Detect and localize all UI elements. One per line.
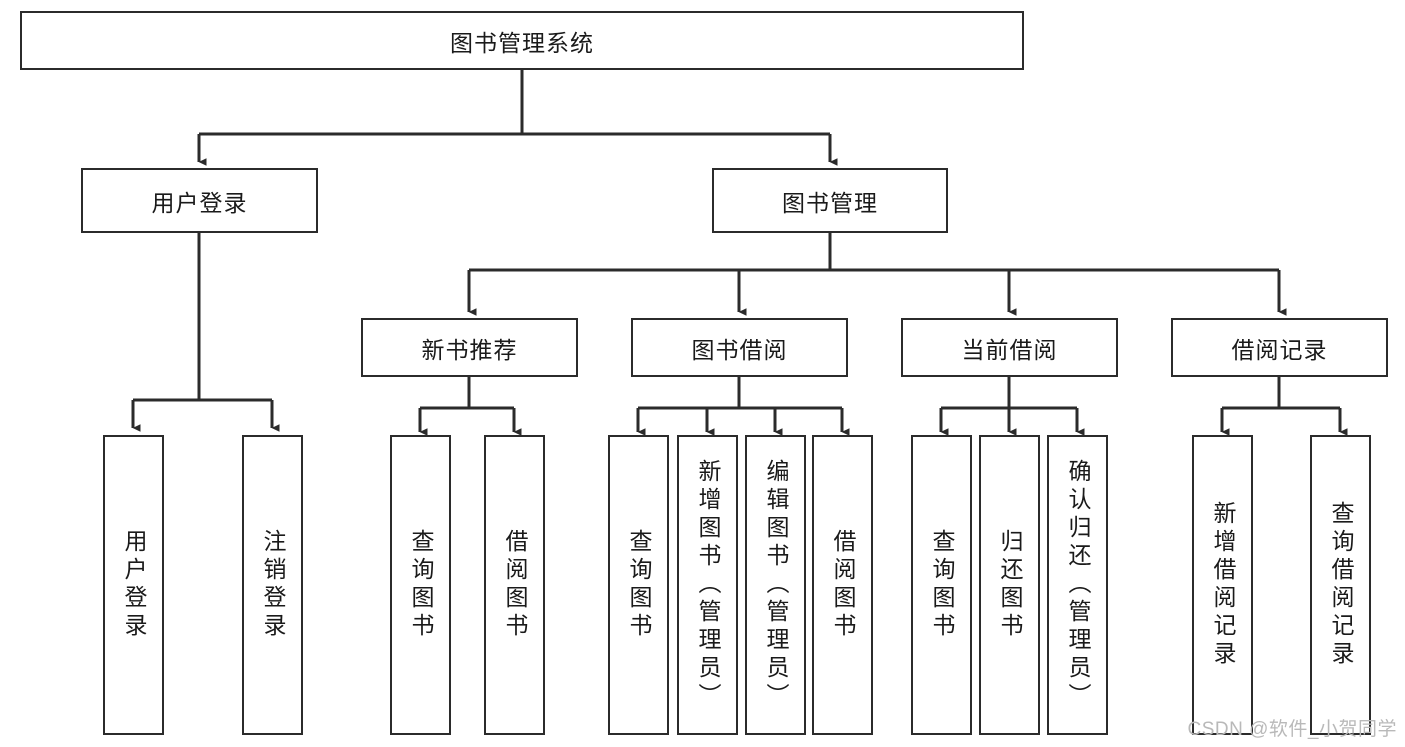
leaf-recommend-query-book[interactable]: 查询图书 xyxy=(390,435,451,735)
leaf-current-confirm-return[interactable]: 确认归还（管理员） xyxy=(1047,435,1108,735)
leaf-user-login-logout[interactable]: 注销登录 xyxy=(242,435,303,735)
node-root-system[interactable]: 图书管理系统 xyxy=(20,11,1024,70)
node-label: 确认归还（管理员） xyxy=(1065,459,1091,711)
node-label: 当前借阅 xyxy=(961,336,1058,363)
node-label: 归还图书 xyxy=(997,529,1023,641)
node-label: 借阅图书 xyxy=(502,529,528,641)
node-label: 查询借阅记录 xyxy=(1328,501,1354,669)
node-book-borrow[interactable]: 图书借阅 xyxy=(631,318,848,377)
node-label: 新增借阅记录 xyxy=(1210,501,1236,669)
node-label: 用户登录 xyxy=(121,529,147,641)
node-label: 借阅图书 xyxy=(830,529,856,641)
node-label: 图书借阅 xyxy=(691,336,788,363)
leaf-borrow-query-book[interactable]: 查询图书 xyxy=(608,435,669,735)
leaf-user-login-login[interactable]: 用户登录 xyxy=(103,435,164,735)
leaf-record-query-record[interactable]: 查询借阅记录 xyxy=(1310,435,1371,735)
node-new-book-recommend[interactable]: 新书推荐 xyxy=(361,318,578,377)
node-book-management[interactable]: 图书管理 xyxy=(712,168,948,233)
node-label: 用户登录 xyxy=(151,189,248,216)
leaf-current-query-book[interactable]: 查询图书 xyxy=(911,435,972,735)
node-label: 借阅记录 xyxy=(1231,336,1328,363)
csdn-watermark: CSDN @软件_小贺同学 xyxy=(1187,719,1397,740)
node-current-borrow[interactable]: 当前借阅 xyxy=(901,318,1118,377)
leaf-current-return-book[interactable]: 归还图书 xyxy=(979,435,1040,735)
leaf-borrow-edit-book[interactable]: 编辑图书（管理员） xyxy=(745,435,806,735)
node-label: 查询图书 xyxy=(929,529,955,641)
leaf-borrow-add-book[interactable]: 新增图书（管理员） xyxy=(677,435,738,735)
node-label: 注销登录 xyxy=(260,529,286,641)
node-label: 查询图书 xyxy=(626,529,652,641)
node-label: 新增图书（管理员） xyxy=(695,459,721,711)
node-label: 图书管理系统 xyxy=(450,29,594,56)
node-borrow-record[interactable]: 借阅记录 xyxy=(1171,318,1388,377)
node-user-login[interactable]: 用户登录 xyxy=(81,168,318,233)
node-label: 新书推荐 xyxy=(421,336,518,363)
leaf-borrow-borrow-book[interactable]: 借阅图书 xyxy=(812,435,873,735)
node-label: 图书管理 xyxy=(782,189,878,216)
node-label: 查询图书 xyxy=(408,529,434,641)
leaf-recommend-borrow-book[interactable]: 借阅图书 xyxy=(484,435,545,735)
node-label: 编辑图书（管理员） xyxy=(763,459,789,711)
leaf-record-add-record[interactable]: 新增借阅记录 xyxy=(1192,435,1253,735)
